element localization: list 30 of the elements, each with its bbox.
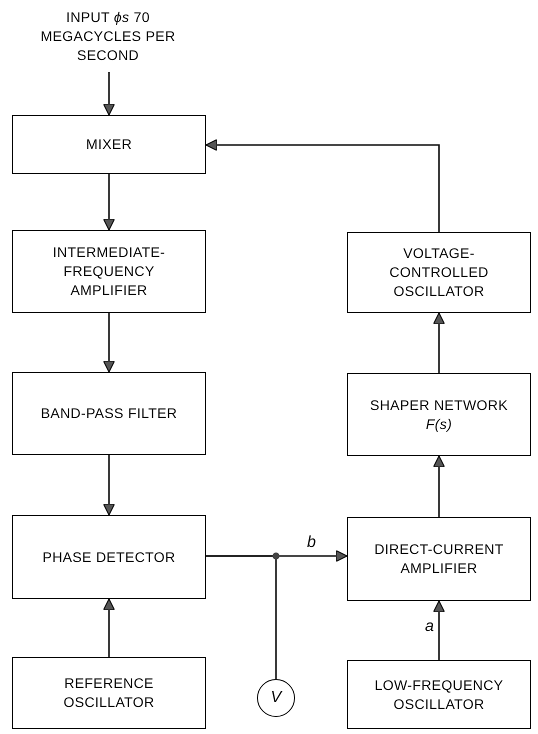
block-label: VOLTAGE-CONTROLLED OSCILLATOR bbox=[388, 244, 490, 301]
arrow bbox=[432, 455, 446, 517]
block-label: LOW-FREQUENCY OSCILLATOR bbox=[374, 676, 504, 714]
block-label: REFERENCE OSCILLATOR bbox=[62, 674, 156, 712]
arrow bbox=[432, 312, 446, 373]
block-box bbox=[12, 372, 206, 455]
arrow bbox=[102, 174, 116, 231]
arrow bbox=[102, 72, 116, 116]
block-label: INTERMEDIATE-FREQUENCY AMPLIFIER bbox=[52, 243, 166, 300]
block-box bbox=[12, 115, 206, 174]
block-label: BAND-PASS FILTER bbox=[40, 404, 178, 423]
meter-label: V bbox=[270, 688, 282, 708]
block-box bbox=[347, 373, 531, 456]
block-label: SHAPER NETWORK F(s) bbox=[369, 396, 509, 434]
block-label: MIXER bbox=[86, 135, 132, 154]
block-box bbox=[12, 230, 206, 313]
arrow bbox=[102, 313, 116, 373]
block-box bbox=[347, 517, 531, 601]
block-box bbox=[12, 657, 206, 729]
arrow bbox=[102, 598, 116, 657]
block-box bbox=[347, 660, 531, 729]
block-box bbox=[12, 515, 206, 599]
connector-line bbox=[206, 555, 277, 679]
block-label: PHASE DETECTOR bbox=[42, 548, 176, 566]
block-label: DIRECT-CURRENT AMPLIFIER bbox=[373, 540, 505, 578]
arrow bbox=[205, 138, 440, 232]
block-box bbox=[347, 232, 531, 313]
input-label: INPUT ϕs 70 MEGACYCLES PER SECOND bbox=[40, 8, 176, 64]
arrow bbox=[102, 455, 116, 516]
arrow bbox=[432, 600, 446, 660]
